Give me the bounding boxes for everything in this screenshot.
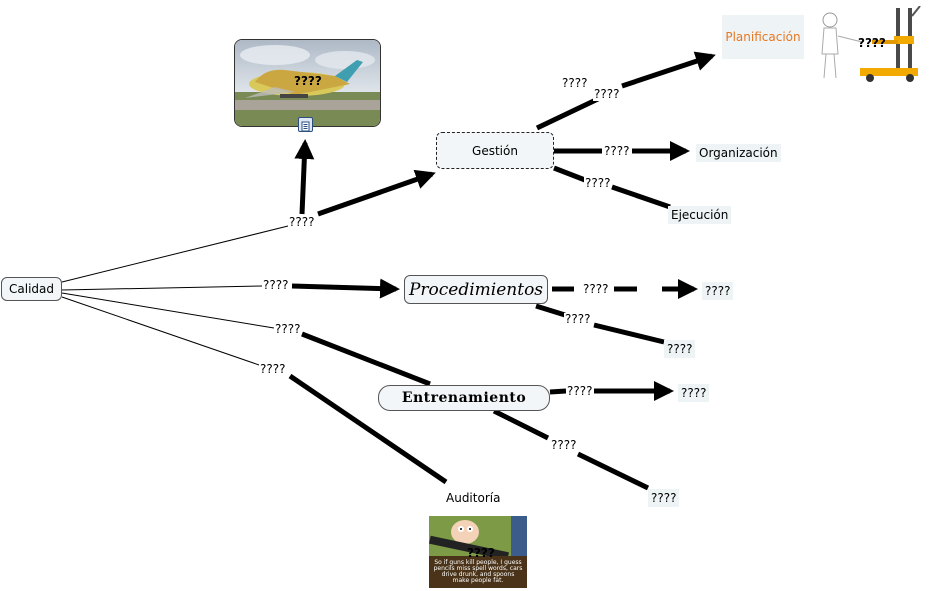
- line-gestion-plan: [535, 95, 602, 131]
- node-entr-target-1[interactable]: ????: [678, 384, 710, 402]
- airplane-picture: [235, 40, 380, 126]
- airplane-image-label: ????: [294, 74, 322, 88]
- node-gestion[interactable]: Gestión: [436, 132, 554, 169]
- node-entr-target-2-label: ????: [651, 491, 677, 505]
- line-calidad-top: [61, 225, 289, 283]
- airplane-image[interactable]: ????: [234, 39, 381, 127]
- line-proc-t2a: [535, 303, 566, 318]
- link-label-gestion-plan-b[interactable]: ????: [593, 87, 621, 101]
- node-organizacion[interactable]: Organización: [696, 144, 781, 162]
- line-entr-t1-stub: [549, 388, 567, 395]
- line-to-entr: [301, 331, 431, 387]
- node-proc-target-1-label: ????: [705, 284, 731, 298]
- cartoon-caption: So if guns kill people, I guess pencils …: [433, 559, 523, 584]
- arrow-to-proc: [291, 278, 400, 299]
- link-label-gestion-ejec[interactable]: ????: [584, 176, 612, 190]
- node-ejecucion-label: Ejecución: [671, 208, 729, 222]
- line-proc-t2b: [593, 322, 665, 345]
- node-planificacion-label: Planificación: [725, 30, 801, 44]
- node-calidad-label: Calidad: [9, 282, 54, 296]
- node-procedimientos-label: Procedimientos: [408, 279, 544, 300]
- link-label-calidad-top[interactable]: ????: [288, 215, 316, 229]
- node-proc-target-2[interactable]: ????: [664, 340, 696, 358]
- line-gestion-ejec-2: [611, 184, 671, 210]
- node-gestion-label: Gestión: [472, 143, 518, 158]
- cartoon-image-label: ????: [467, 546, 495, 560]
- arrow-to-airplane: [294, 139, 315, 215]
- link-label-entr-t1[interactable]: ????: [566, 384, 594, 398]
- node-auditoria[interactable]: Auditoría: [444, 490, 503, 506]
- line-to-auditoria: [288, 373, 448, 485]
- link-label-calidad-aud[interactable]: ????: [259, 362, 287, 376]
- line-gestion-ejec: [553, 165, 586, 183]
- line-calidad-aud: [61, 296, 263, 367]
- node-auditoria-label: Auditoría: [446, 491, 501, 505]
- node-procedimientos[interactable]: Procedimientos: [404, 275, 548, 304]
- arrow-gestion-plan: [621, 51, 716, 89]
- node-proc-target-2-label: ????: [667, 342, 693, 356]
- node-proc-target-1[interactable]: ????: [702, 282, 734, 300]
- cartoon-picture: [429, 516, 527, 588]
- node-calidad[interactable]: Calidad: [1, 277, 62, 301]
- forklift-image[interactable]: ????: [812, 6, 924, 84]
- link-label-proc-t1[interactable]: ????: [582, 282, 610, 296]
- node-entr-target-1-label: ????: [681, 386, 707, 400]
- line-calidad-entr: [61, 292, 275, 329]
- line-entr-t2a: [492, 408, 550, 441]
- link-label-calidad-entr[interactable]: ????: [274, 322, 302, 336]
- node-planificacion[interactable]: Planificación: [722, 15, 804, 59]
- link-label-entr-t2[interactable]: ????: [550, 438, 578, 452]
- line-entr-t2b: [576, 451, 650, 491]
- forklift-picture: [812, 6, 924, 84]
- link-label-gestion-org[interactable]: ????: [603, 144, 631, 158]
- link-label-calidad-proc[interactable]: ????: [262, 278, 290, 292]
- document-icon[interactable]: [298, 117, 313, 132]
- node-entr-target-2[interactable]: ????: [648, 489, 680, 507]
- node-entrenamiento[interactable]: Entrenamiento: [378, 385, 550, 411]
- node-organizacion-label: Organización: [699, 146, 778, 160]
- arrow-to-gestion: [317, 169, 436, 217]
- forklift-image-label: ????: [858, 36, 886, 50]
- node-ejecucion[interactable]: Ejecución: [668, 206, 732, 224]
- cartoon-image[interactable]: ???? So if guns kill people, I guess pen…: [429, 516, 527, 588]
- link-label-gestion-plan-a[interactable]: ????: [561, 76, 589, 90]
- link-label-proc-t2[interactable]: ????: [564, 312, 592, 326]
- node-entrenamiento-label: Entrenamiento: [401, 390, 527, 406]
- line-calidad-proc: [61, 285, 263, 291]
